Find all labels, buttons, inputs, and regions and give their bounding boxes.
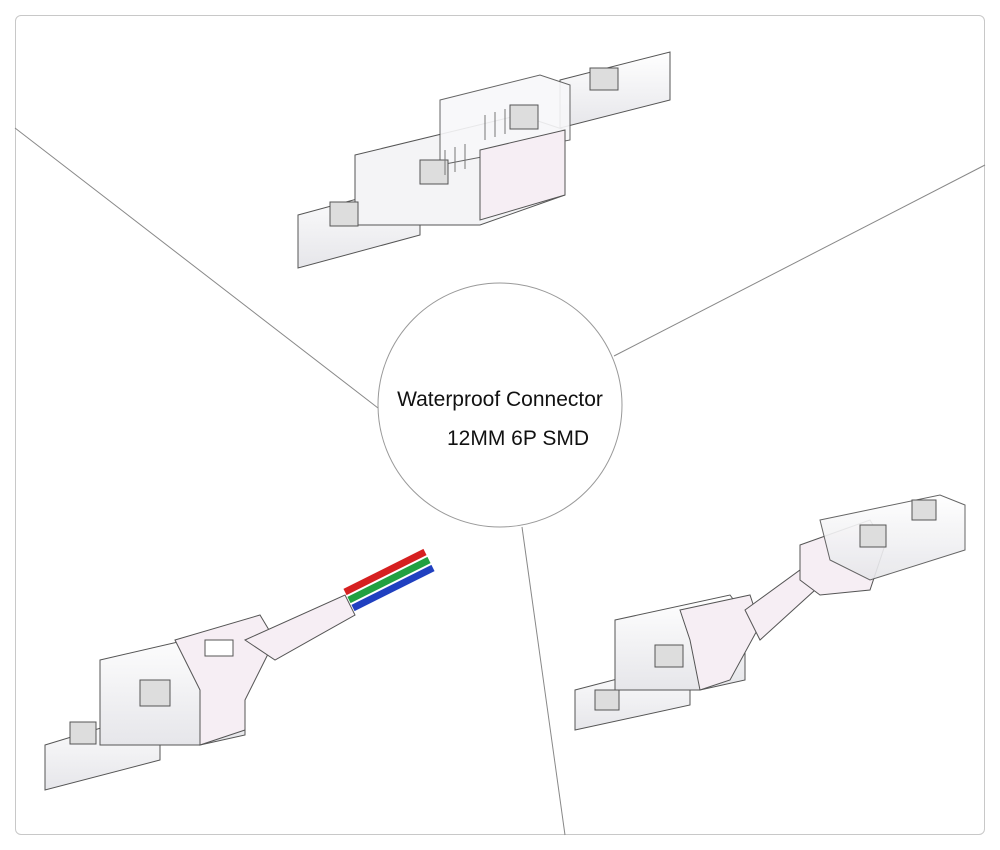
title-line-1: Waterproof Connector xyxy=(397,388,603,411)
divider-line-bottom xyxy=(521,526,566,836)
wire-blue xyxy=(351,564,435,612)
title-line-2: 12MM 6P SMD xyxy=(447,427,589,450)
logo-sp xyxy=(204,639,234,657)
center-circle xyxy=(377,282,623,528)
divider-line-right xyxy=(613,164,986,357)
wire-green xyxy=(347,556,431,604)
image-frame xyxy=(15,15,985,835)
connector-top xyxy=(297,51,671,269)
wire-red xyxy=(343,548,427,596)
connector-with-wires xyxy=(44,548,435,791)
divider-line-left xyxy=(14,127,379,409)
connector-bottom-right xyxy=(574,494,966,731)
